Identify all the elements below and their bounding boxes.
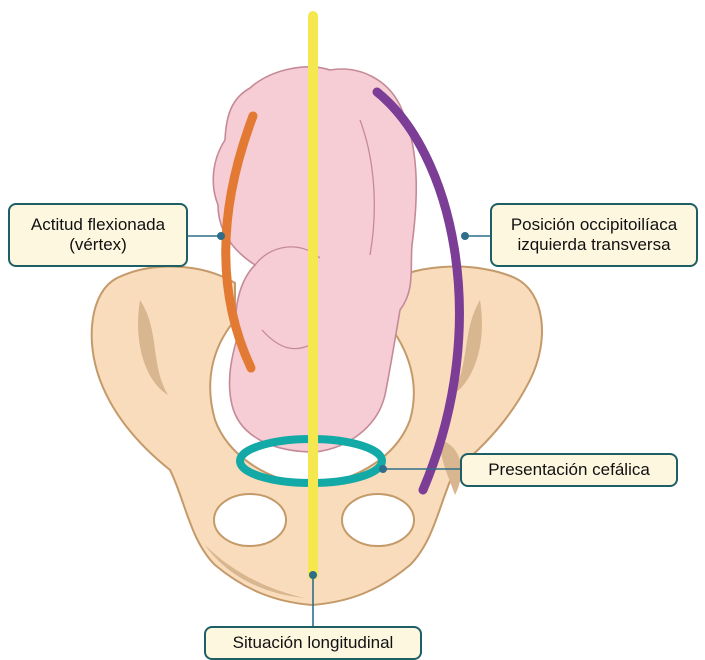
- left-obturator-foramen: [214, 494, 286, 546]
- attitude-callout: Actitud flexionada (vértex): [8, 203, 188, 267]
- attitude-label-line2: (vértex): [69, 235, 127, 255]
- situation-leader-dot: [309, 571, 317, 579]
- presentation-callout: Presentación cefálica: [460, 453, 678, 487]
- attitude-label-line1: Actitud flexionada: [31, 215, 165, 235]
- right-obturator-foramen: [342, 494, 414, 546]
- situation-label: Situación longitudinal: [233, 633, 394, 653]
- presentation-label: Presentación cefálica: [488, 460, 650, 480]
- position-leader-dot: [461, 232, 469, 240]
- position-label-line1: Posición occipitoilíaca: [511, 215, 677, 235]
- attitude-leader-dot: [217, 232, 225, 240]
- situation-callout: Situación longitudinal: [204, 626, 422, 660]
- position-label-line2: izquierda transversa: [517, 235, 670, 255]
- position-callout: Posición occipitoilíaca izquierda transv…: [490, 203, 698, 267]
- presentation-leader-dot: [379, 465, 387, 473]
